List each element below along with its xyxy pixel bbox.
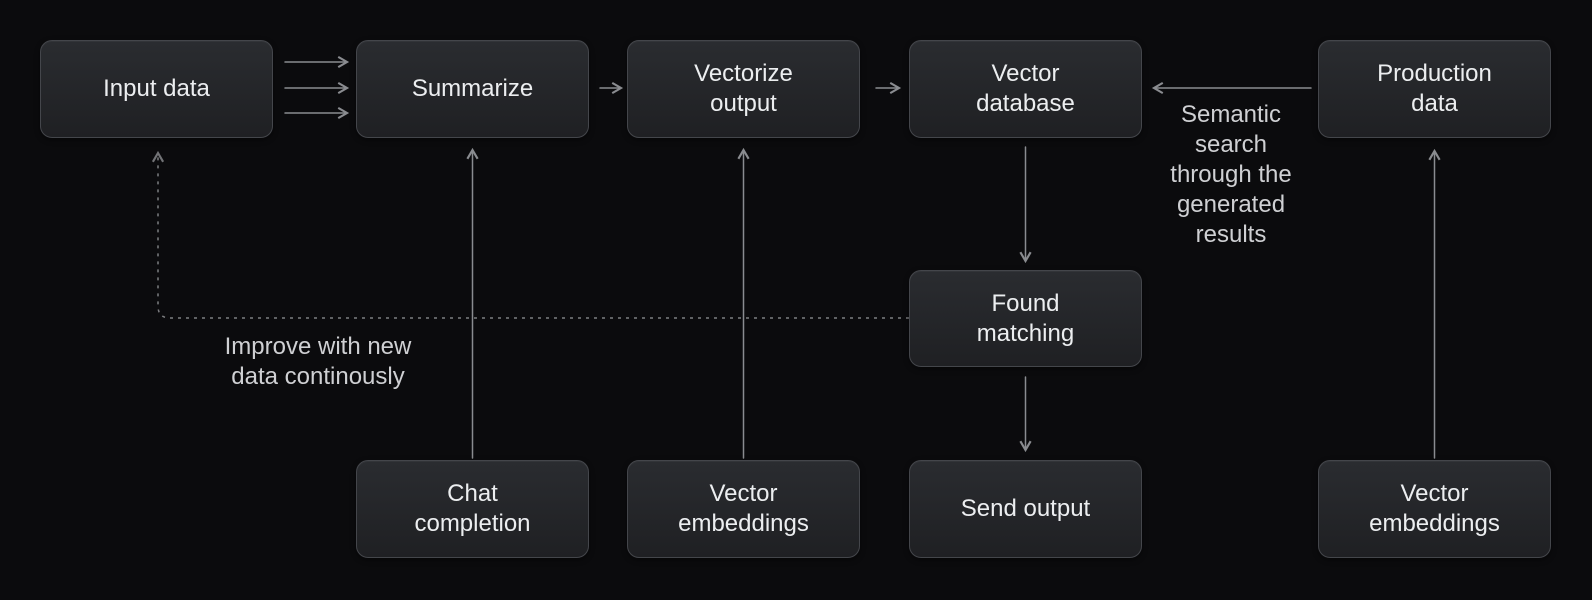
- node-vector-embeddings-left: Vector embeddings: [627, 460, 860, 558]
- node-vector-database: Vector database: [909, 40, 1142, 138]
- node-send-output: Send output: [909, 460, 1142, 558]
- edge-found-to-input-feedback: [151, 150, 909, 319]
- node-production-data-label: Production data: [1377, 60, 1492, 117]
- node-vectorize-output-label: Vectorize output: [694, 60, 793, 117]
- node-production-data: Production data: [1318, 40, 1551, 138]
- node-vector-embeddings-right-label: Vector embeddings: [1369, 480, 1500, 537]
- node-vector-embeddings-left-label: Vector embeddings: [678, 480, 809, 537]
- node-chat-completion-label: Chat completion: [414, 480, 531, 537]
- node-vector-embeddings-right: Vector embeddings: [1318, 460, 1551, 558]
- node-input-data: Input data: [40, 40, 273, 138]
- node-vectorize-output: Vectorize output: [627, 40, 860, 138]
- node-vector-database-label: Vector database: [976, 60, 1075, 117]
- node-found-matching-label: Found matching: [976, 289, 1075, 347]
- node-send-output-label: Send output: [960, 495, 1091, 522]
- node-input-data-label: Input data: [103, 75, 210, 102]
- node-chat-completion: Chat completion: [356, 460, 589, 558]
- node-summarize: Summarize: [356, 40, 589, 138]
- node-found-matching: Found matching: [909, 270, 1142, 367]
- node-summarize-label: Summarize: [411, 75, 534, 102]
